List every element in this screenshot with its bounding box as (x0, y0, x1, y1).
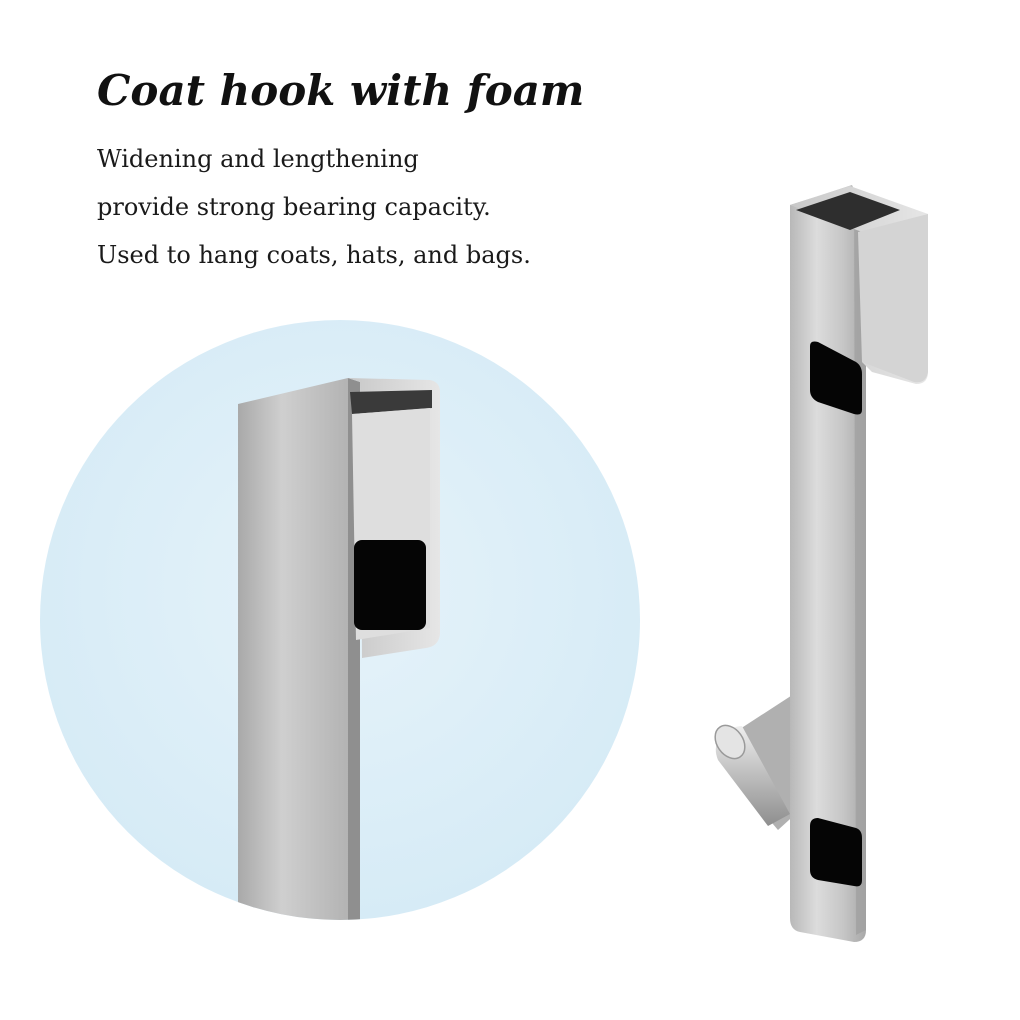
foam-pad-zoom (354, 540, 426, 630)
foam-pad-bottom (810, 818, 862, 887)
zoom-detail-circle (40, 320, 640, 920)
product-hook (714, 185, 928, 942)
foam-pad-top (810, 341, 862, 415)
zoom-hook-detail (238, 378, 440, 920)
headline: Coat hook with foam (97, 66, 585, 115)
hook-peg (714, 690, 800, 830)
description-line-2: provide strong bearing capacity. (97, 193, 491, 221)
description-line-3: Used to hang coats, hats, and bags. (97, 241, 531, 269)
description: Widening and lengthening provide strong … (97, 135, 531, 279)
description-line-1: Widening and lengthening (97, 145, 419, 173)
